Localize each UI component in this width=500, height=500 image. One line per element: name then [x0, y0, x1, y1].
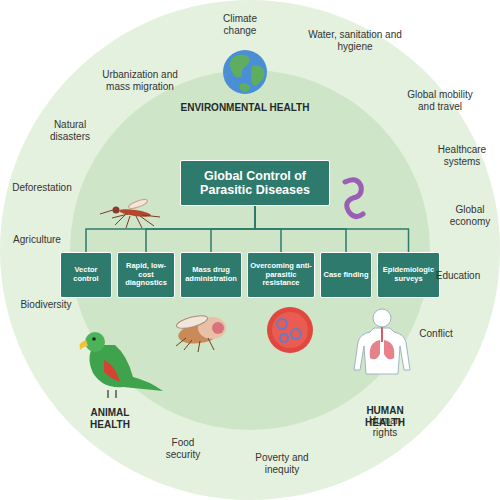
- parrot-icon: [80, 332, 163, 398]
- title-box: Global Control of Parasitic Diseases: [180, 160, 330, 206]
- mosquito-icon: [100, 198, 160, 228]
- factor-label: Conflict: [411, 328, 461, 340]
- title-text: Global Control of Parasitic Diseases: [187, 169, 323, 198]
- region-heading: ANIMAL HEALTH: [80, 407, 140, 430]
- factor-label: Healthcare systems: [431, 144, 493, 167]
- globe-icon: [223, 50, 267, 94]
- tree-connector: [211, 206, 255, 252]
- strategy-box: Overcoming anti-parasitic resistance: [247, 252, 315, 298]
- factor-label: Poverty and inequity: [252, 452, 312, 475]
- factor-label: Biodiversity: [11, 299, 81, 311]
- inner-circle: [70, 70, 430, 430]
- strategy-text: Overcoming anti-parasitic resistance: [250, 262, 312, 288]
- region-heading: ENVIRONMENTAL HEALTH: [165, 102, 325, 114]
- strategy-text: Case finding: [323, 271, 368, 280]
- factor-label: Urbanization and mass migration: [100, 69, 180, 92]
- tree-connector: [255, 206, 409, 252]
- factor-label: Global economy: [445, 204, 495, 227]
- fly-icon: [175, 313, 226, 352]
- strategy-text: Vector control: [63, 266, 109, 283]
- tree-connector: [146, 206, 255, 252]
- strategy-text: Mass drug administration: [183, 266, 239, 283]
- factor-label: Food security: [161, 437, 206, 460]
- strategy-text: Rapid, low-cost diagnostics: [120, 262, 172, 288]
- factor-label: Deforestation: [5, 182, 80, 194]
- region-heading: HUMAN HEALTH: [355, 405, 415, 428]
- strategy-box: Rapid, low-cost diagnostics: [117, 252, 175, 298]
- factor-label: Agriculture: [2, 234, 72, 246]
- factor-label: Water, sanitation and hygiene: [308, 29, 403, 52]
- infected-cell-icon: [267, 307, 313, 353]
- factor-label: Climate change: [215, 13, 265, 36]
- strategy-box: Vector control: [60, 252, 112, 298]
- strategy-text: Epidemiologic surveys: [380, 266, 437, 283]
- factor-label: Natural disasters: [45, 119, 95, 142]
- strategy-box: Epidemiologic surveys: [377, 252, 440, 298]
- tree-connector: [86, 206, 255, 252]
- factor-label: Education: [428, 270, 488, 282]
- worm-icon: [345, 180, 363, 217]
- strategy-box: Mass drug administration: [180, 252, 242, 298]
- strategy-box: Case finding: [320, 252, 372, 298]
- factor-label: Global mobility and travel: [405, 89, 475, 112]
- human-icon: [354, 309, 410, 374]
